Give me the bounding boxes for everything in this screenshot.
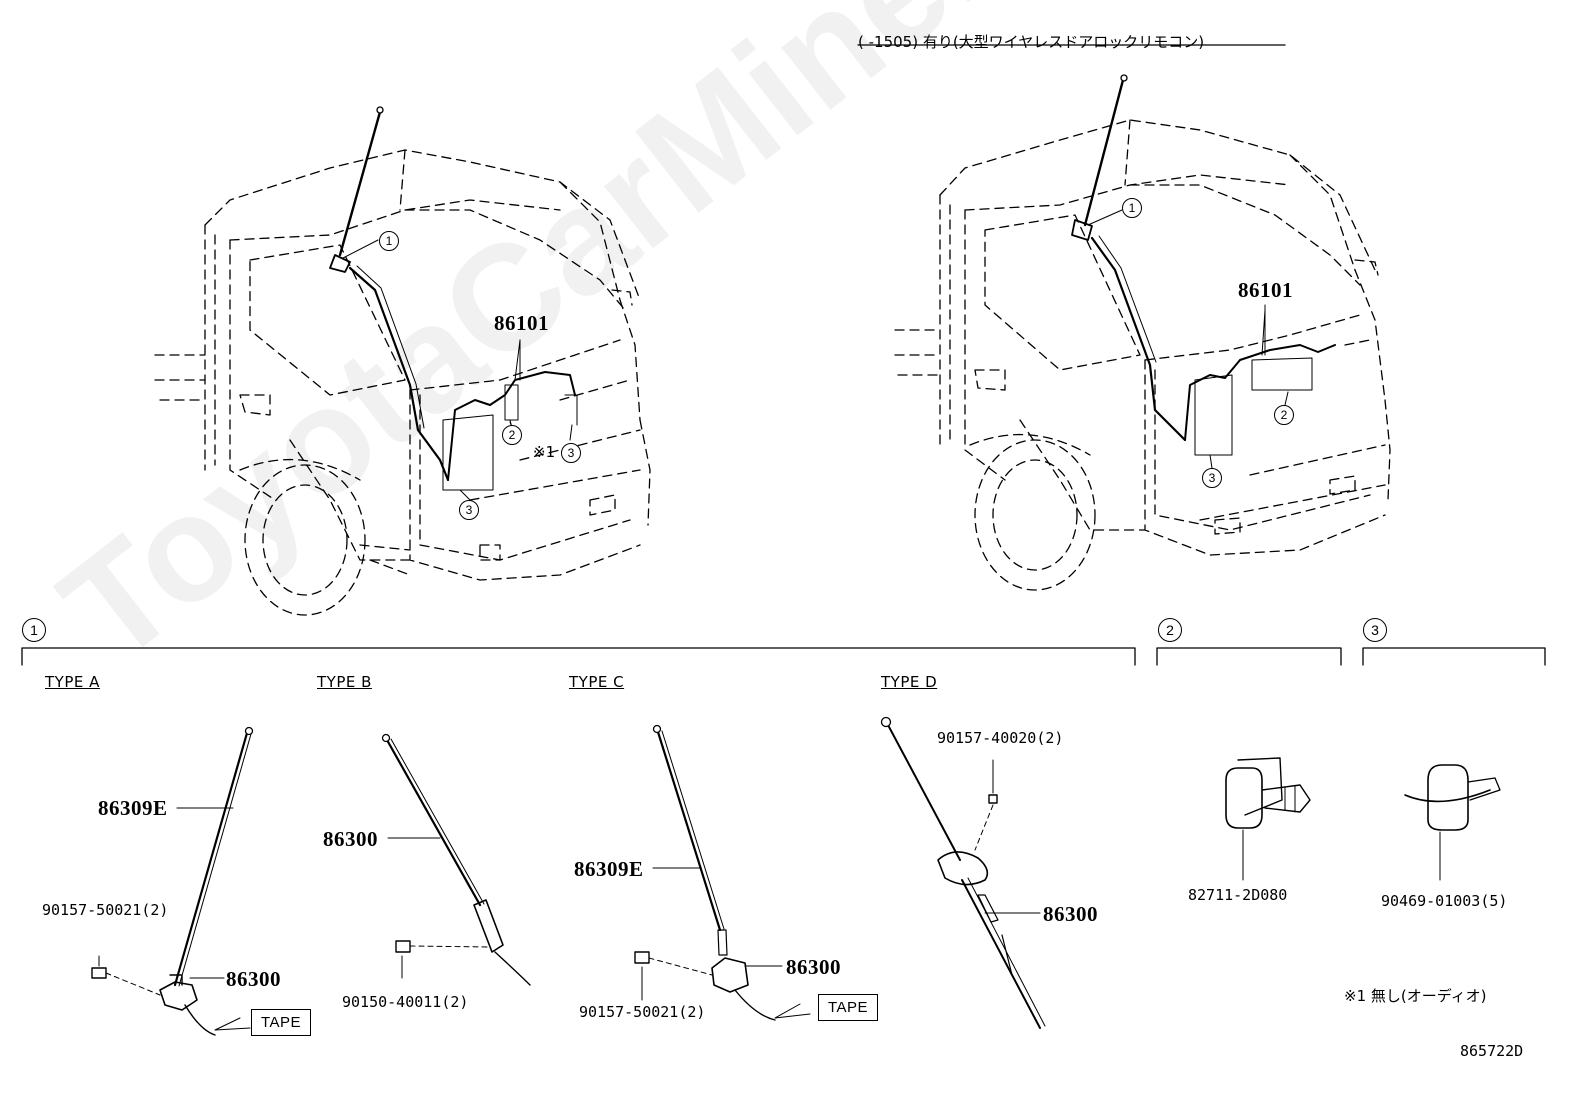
clip-90469-illustration xyxy=(1404,764,1501,881)
right-truck-ref-3: 3 xyxy=(1202,468,1222,488)
type-a-tape-label: TAPE xyxy=(251,1009,312,1036)
left-truck-ref-2: 2 xyxy=(502,425,522,445)
left-truck-ref-1: 1 xyxy=(379,231,399,251)
diagram-id: 865722D xyxy=(1460,1042,1524,1060)
type-c-tape-label: TAPE xyxy=(818,994,879,1021)
callout-leaders xyxy=(509,304,1266,429)
type-c-bolt-part: 90157-50021(2) xyxy=(579,1003,706,1021)
left-truck-illustration xyxy=(154,106,651,616)
left-truck-ref-3b: 3 xyxy=(459,500,479,520)
footnote: ※1 無し(オーディオ) xyxy=(1344,987,1487,1005)
clamp-part: 82711-2D080 xyxy=(1188,886,1288,904)
type-d-cable-part: 86300 xyxy=(1043,902,1098,926)
type-c-title: TYPE C xyxy=(569,673,625,691)
section-3-marker: 3 xyxy=(1363,618,1387,642)
type-a-base-part: 86300 xyxy=(226,967,281,991)
type-a-bolt-part: 90157-50021(2) xyxy=(42,901,169,919)
type-c-antenna-part: 86309E xyxy=(574,857,644,881)
section-brackets xyxy=(21,44,1546,666)
section-2-marker: 2 xyxy=(1158,618,1182,642)
type-c-illustration xyxy=(634,724,811,1021)
right-truck-ref-1: 1 xyxy=(1122,198,1142,218)
type-b-bolt-part: 90150-40011(2) xyxy=(342,993,469,1011)
left-truck-note-mark: ※1 xyxy=(533,443,556,461)
type-b-title: TYPE B xyxy=(317,673,372,691)
right-truck-illustration xyxy=(894,74,1391,591)
clamp-82711-illustration xyxy=(1225,757,1311,881)
type-a-title: TYPE A xyxy=(45,673,100,691)
type-d-illustration xyxy=(880,716,1046,1029)
type-b-illustration xyxy=(381,733,531,986)
type-a-illustration xyxy=(91,726,254,1036)
left-truck-ref-3a: 3 xyxy=(561,443,581,463)
type-a-antenna-part: 86309E xyxy=(98,796,168,820)
type-c-base-part: 86300 xyxy=(786,955,841,979)
condition-note: ( -1505) 有り(大型ワイヤレスドアロックリモコン) xyxy=(858,33,1205,51)
type-d-title: TYPE D xyxy=(881,673,938,691)
clip-part: 90469-01003(5) xyxy=(1381,892,1508,910)
right-truck-part-86101: 86101 xyxy=(1238,278,1293,302)
left-truck-part-86101: 86101 xyxy=(494,311,549,335)
left-truck-ref-leaders xyxy=(342,239,379,259)
right-truck-ref-2: 2 xyxy=(1274,405,1294,425)
type-b-antenna-part: 86300 xyxy=(323,827,378,851)
section-1-marker: 1 xyxy=(22,618,46,642)
type-d-bolt-part: 90157-40020(2) xyxy=(937,729,1064,747)
